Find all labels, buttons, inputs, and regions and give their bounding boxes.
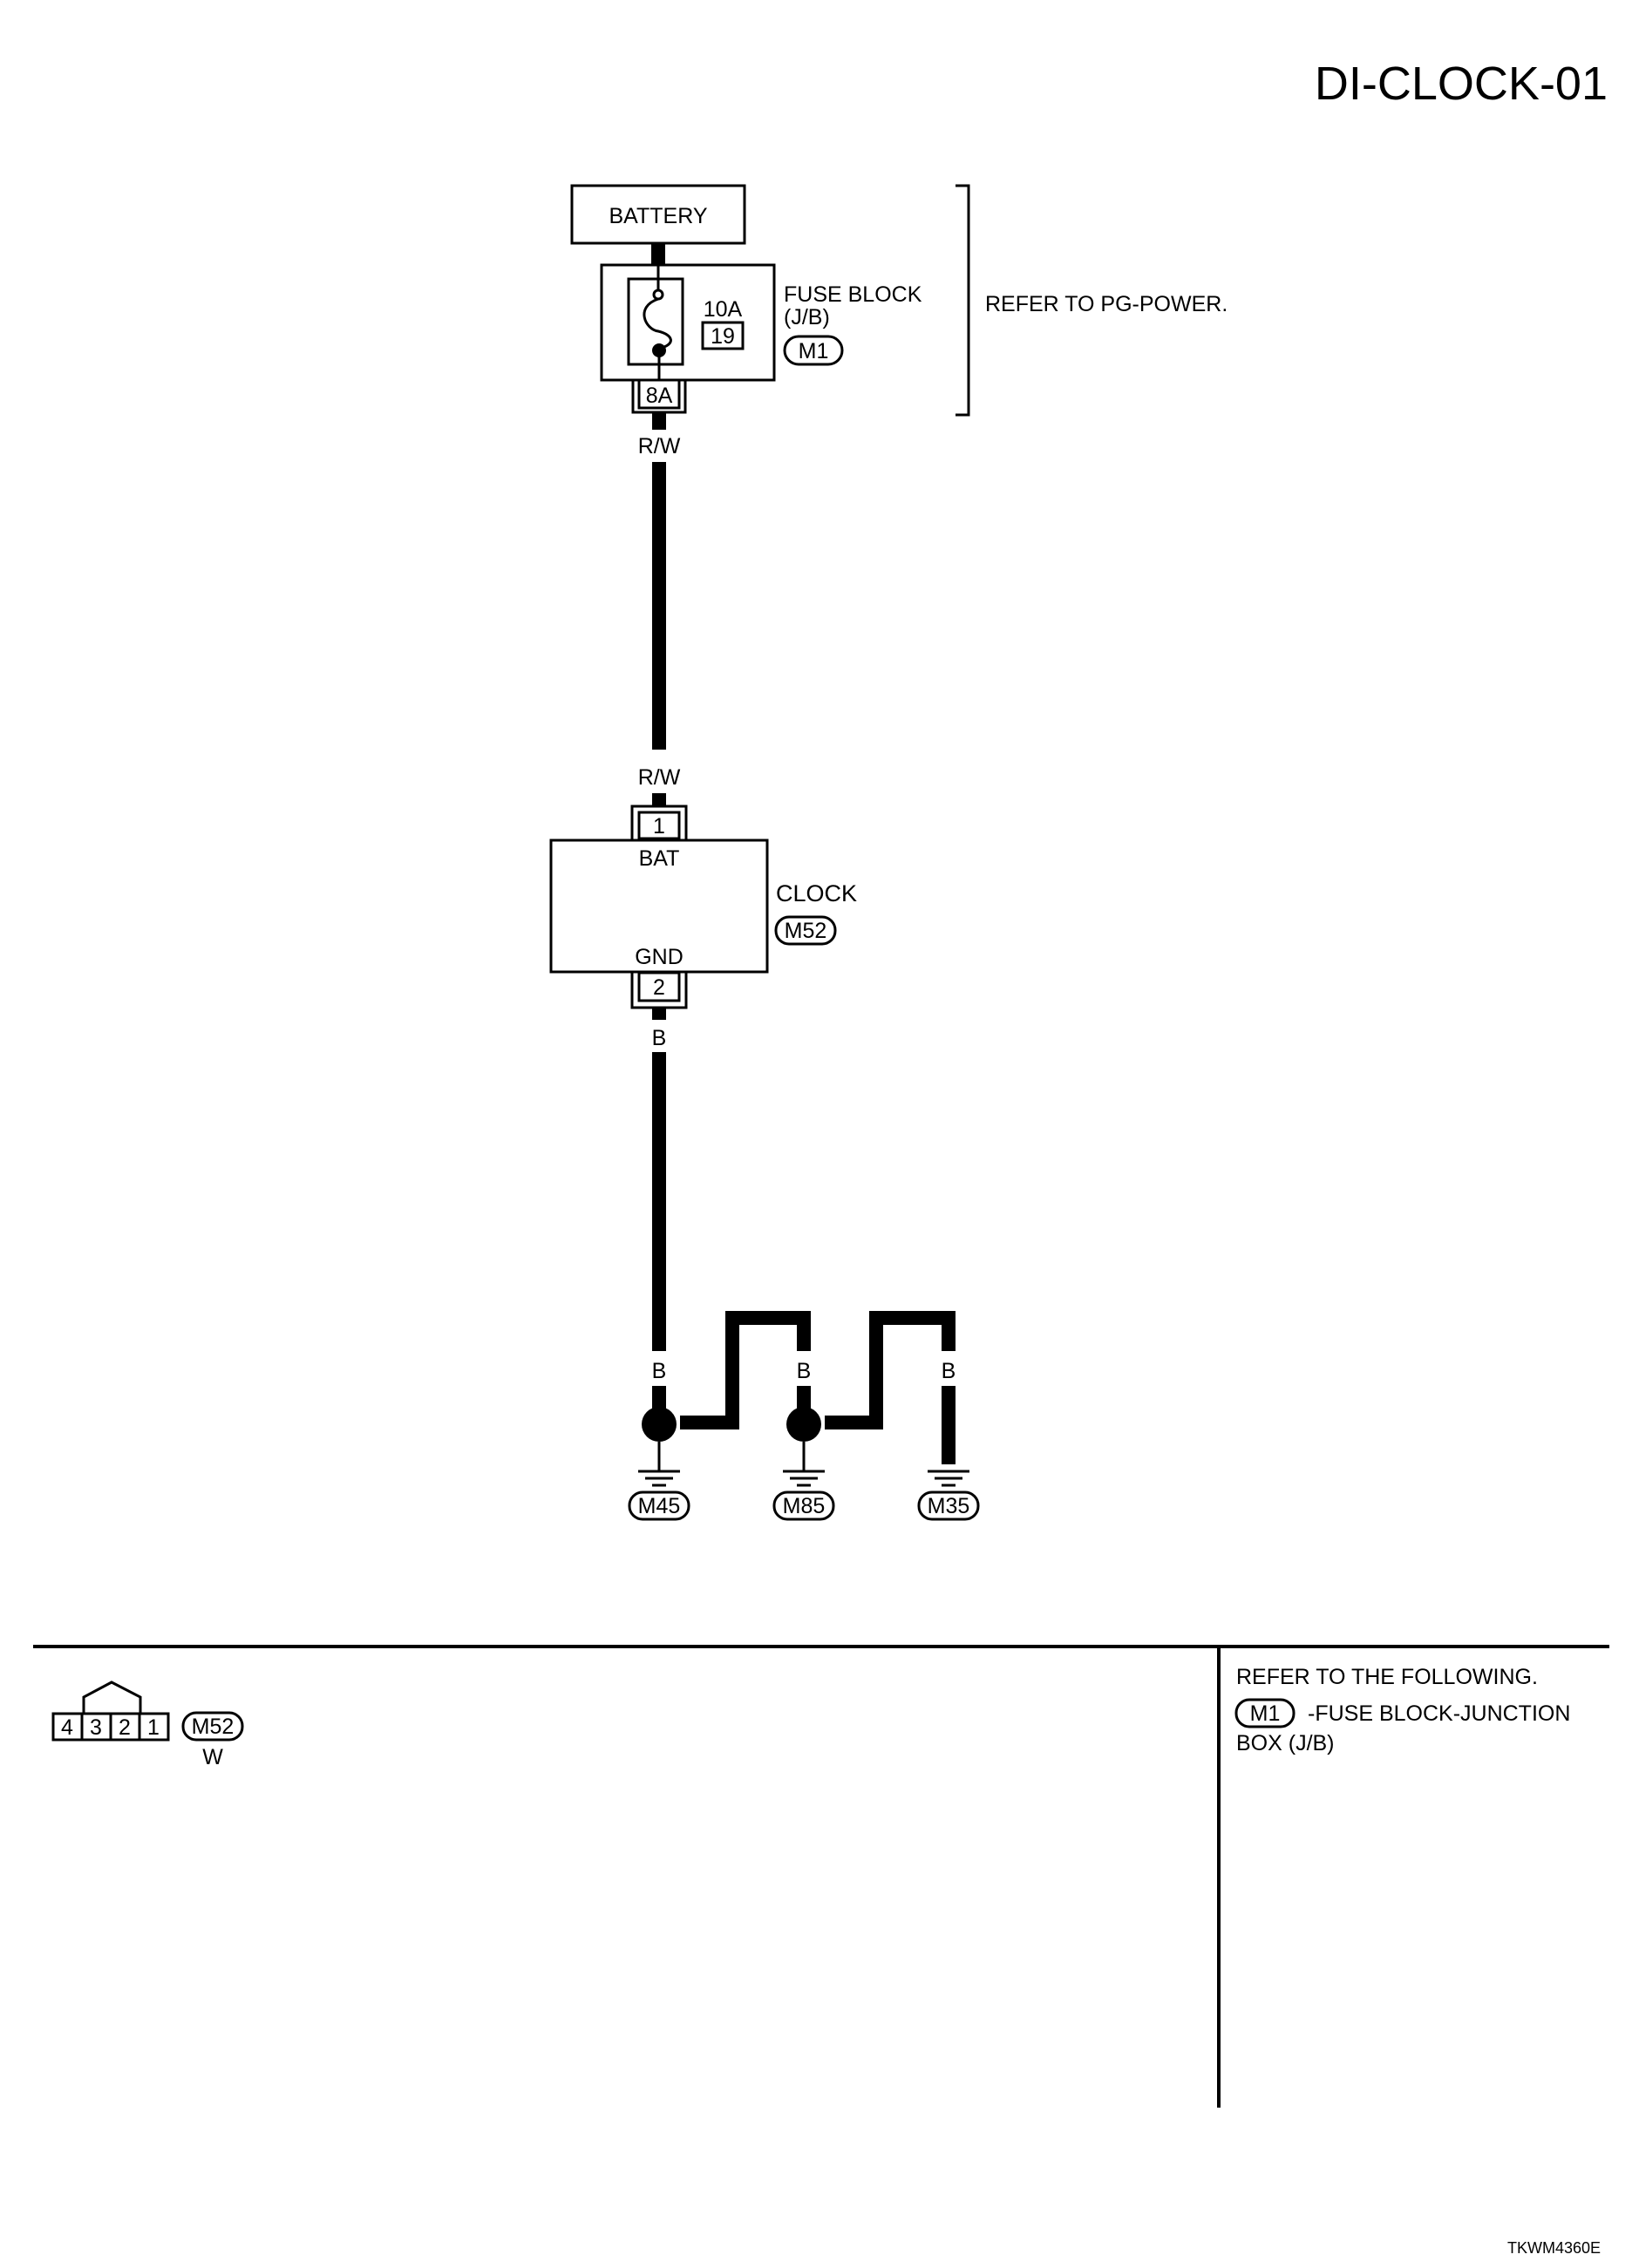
fuse-inner-box (627, 277, 684, 366)
battery-box (570, 184, 746, 245)
battery-label: BATTERY (609, 204, 708, 228)
splice-dot-2 (786, 1407, 821, 1442)
clock-connector-oval (774, 915, 837, 946)
wire-jumper-1 (680, 1311, 811, 1429)
connector-pin-2: 2 (119, 1715, 131, 1740)
fuse-amp-label: 10A (704, 297, 743, 322)
refer-note: REFER TO PG-POWER. (985, 292, 1228, 316)
fuse-number-box (701, 321, 745, 350)
clock-connector-id: M52 (785, 919, 827, 943)
wire-color-top: R/W (638, 434, 681, 458)
clock-label: CLOCK (776, 880, 857, 907)
fuse-block-sublabel: (J/B) (784, 305, 830, 329)
connector-pin-3: 3 (90, 1715, 102, 1740)
terminal-2-box (637, 971, 681, 1002)
terminal-1-box (637, 811, 681, 840)
wire-color-gnd-top: B (652, 1026, 667, 1050)
reference-connector-id: M1 (1250, 1701, 1281, 1726)
terminal-bat-name: BAT (639, 846, 680, 871)
wire-jumper-2 (825, 1311, 956, 1429)
connector-face-view (51, 1681, 170, 1742)
splice-dot-1 (642, 1407, 677, 1442)
reference-header: REFER TO THE FOLLOWING. (1236, 1665, 1538, 1689)
wire-color-g5: B (942, 1359, 956, 1383)
connector-color-code: W (202, 1745, 223, 1769)
connector-view-oval (181, 1711, 244, 1742)
fuse-number: 19 (711, 324, 735, 349)
ground-oval-3 (917, 1490, 980, 1521)
refer-bracket (956, 184, 970, 417)
reference-text-line2: BOX (J/B) (1236, 1731, 1335, 1755)
reference-text-line1: -FUSE BLOCK-JUNCTION (1308, 1701, 1570, 1726)
fuse-icon (643, 297, 672, 350)
page-title: DI-CLOCK-01 (1315, 58, 1608, 110)
wire-color-g1: B (652, 1359, 667, 1383)
terminal-8a-label: 8A (646, 384, 673, 408)
terminal-gnd-name: GND (635, 945, 683, 969)
terminal-8a-box (637, 378, 681, 410)
clock-box (549, 839, 769, 974)
ground-symbol-icon (928, 1470, 969, 1487)
ground-id-3: M35 (928, 1494, 970, 1518)
wire-color-g3: B (797, 1359, 812, 1383)
reference-connector-oval (1234, 1698, 1296, 1728)
fuse-block-connector-id: M1 (799, 339, 829, 363)
figure-id: TKWM4360E (1507, 2239, 1601, 2257)
terminal-1-bracket (630, 805, 688, 840)
wire-color-bottom: R/W (638, 765, 681, 790)
ground-oval-2 (772, 1490, 835, 1521)
terminal-1-number: 1 (653, 814, 665, 839)
connector-pin-1: 1 (147, 1715, 160, 1740)
fuse-block-connector-oval (783, 335, 844, 366)
ground-id-1: M45 (638, 1494, 681, 1518)
ground-oval-1 (628, 1490, 690, 1521)
fuse-top-contact (652, 289, 664, 301)
fuse-block-label: FUSE BLOCK (784, 282, 922, 307)
connector-pin-4: 4 (61, 1715, 73, 1740)
ground-symbol-icon (783, 1442, 825, 1487)
ground-id-2: M85 (783, 1494, 826, 1518)
ground-symbol-icon (638, 1442, 680, 1487)
terminal-2-number: 2 (653, 975, 665, 1000)
connector-view-id: M52 (192, 1715, 235, 1739)
